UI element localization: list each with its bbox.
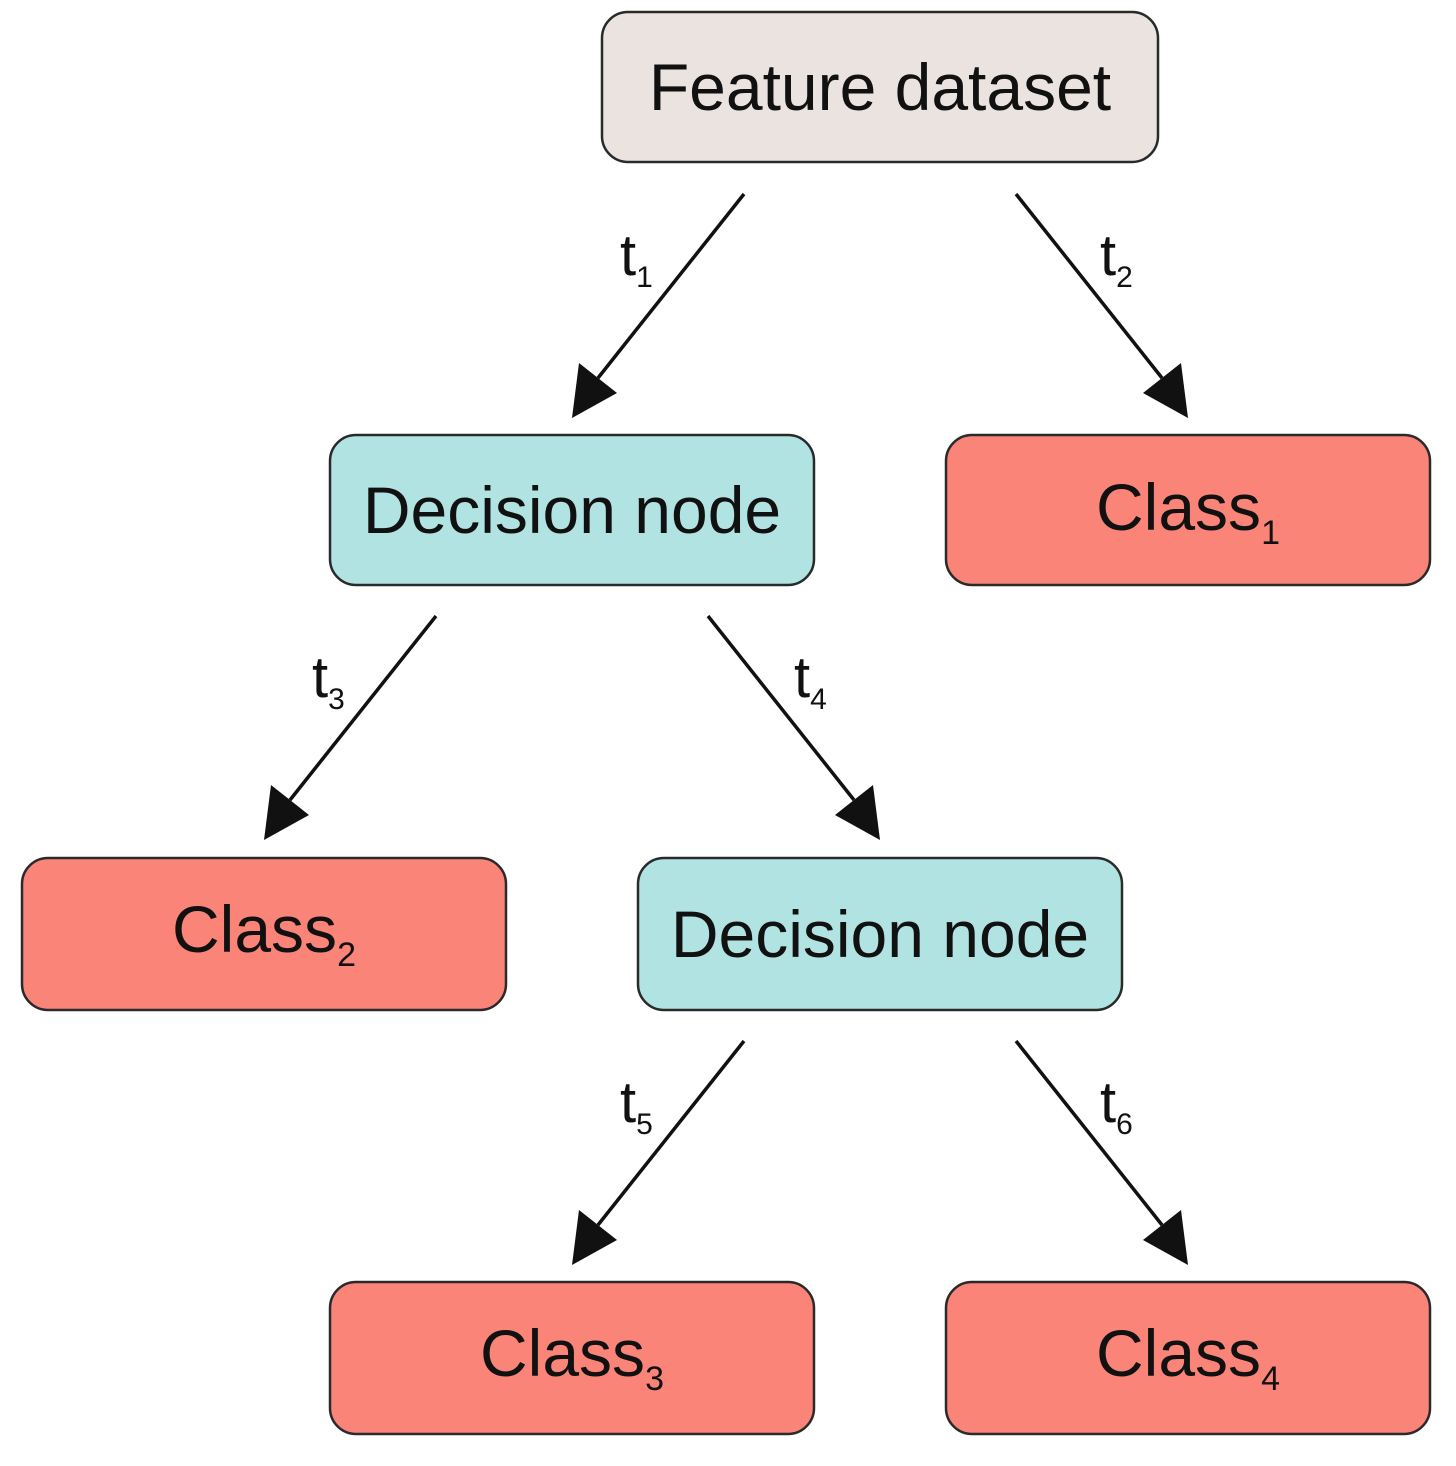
node-class-1-box [944,433,1432,587]
edge-t3-subscript: 3 [328,683,345,716]
node-class-3: Class3 [328,1280,816,1436]
edge-t5-label: t5 [620,1070,653,1141]
node-feature-dataset-label: Feature dataset [649,50,1111,124]
edge-t4-arrowhead [835,785,880,840]
node-class-4: Class4 [944,1280,1432,1436]
node-class-1-label: Class1 [1096,470,1280,552]
node-class-1-subscript: 1 [1261,514,1280,552]
edge-t3-line [288,614,438,802]
node-decision-1: Decision node [328,433,816,587]
edge-t3: t3 [264,614,438,840]
edge-t6-arrowhead [1143,1210,1188,1265]
edge-t6-line [1014,1039,1164,1227]
edge-t4-label: t4 [794,645,827,716]
node-feature-dataset-box [600,10,1160,164]
edge-t5-arrowhead [572,1210,617,1265]
node-decision-1-label: Decision node [363,473,781,547]
edge-t1-label: t1 [620,223,653,294]
node-class-3-box [328,1280,816,1436]
edge-t5: t5 [572,1039,746,1265]
node-class-4-subscript: 4 [1261,1360,1280,1398]
node-decision-1-box [328,433,816,587]
edge-t5-line [596,1039,746,1227]
node-class-3-subscript: 3 [645,1360,664,1398]
node-class-1: Class1 [944,433,1432,587]
node-class-2-box [20,856,508,1012]
edge-t2-subscript: 2 [1116,261,1133,294]
edge-t1-line [596,192,746,380]
node-feature-dataset: Feature dataset [600,10,1160,164]
edge-t6-label: t6 [1100,1070,1133,1141]
edge-t6-subscript: 6 [1116,1108,1133,1141]
edge-t4-line [706,614,856,802]
node-class-4-label: Class4 [1096,1316,1280,1398]
edge-t6: t6 [1014,1039,1188,1265]
edge-t4-subscript: 4 [810,683,827,716]
edge-t2-label: t2 [1100,223,1133,294]
node-decision-2: Decision node [636,856,1124,1012]
node-class-2: Class2 [20,856,508,1012]
node-class-4-box [944,1280,1432,1436]
edge-t2-arrowhead [1143,363,1188,418]
edge-t3-arrowhead [264,785,309,840]
node-decision-2-box [636,856,1124,1012]
edge-t4: t4 [706,614,880,840]
edge-t1-arrowhead [572,363,617,418]
node-class-3-label: Class3 [480,1316,664,1398]
edge-t1: t1 [572,192,746,418]
edge-t5-subscript: 5 [636,1108,653,1141]
node-decision-2-label: Decision node [671,897,1089,971]
edge-t2: t2 [1014,192,1188,418]
edge-t2-line [1014,192,1164,380]
node-class-2-label: Class2 [172,892,356,974]
edge-t3-label: t3 [312,645,345,716]
node-class-2-subscript: 2 [337,936,356,974]
edge-t1-subscript: 1 [636,261,653,294]
